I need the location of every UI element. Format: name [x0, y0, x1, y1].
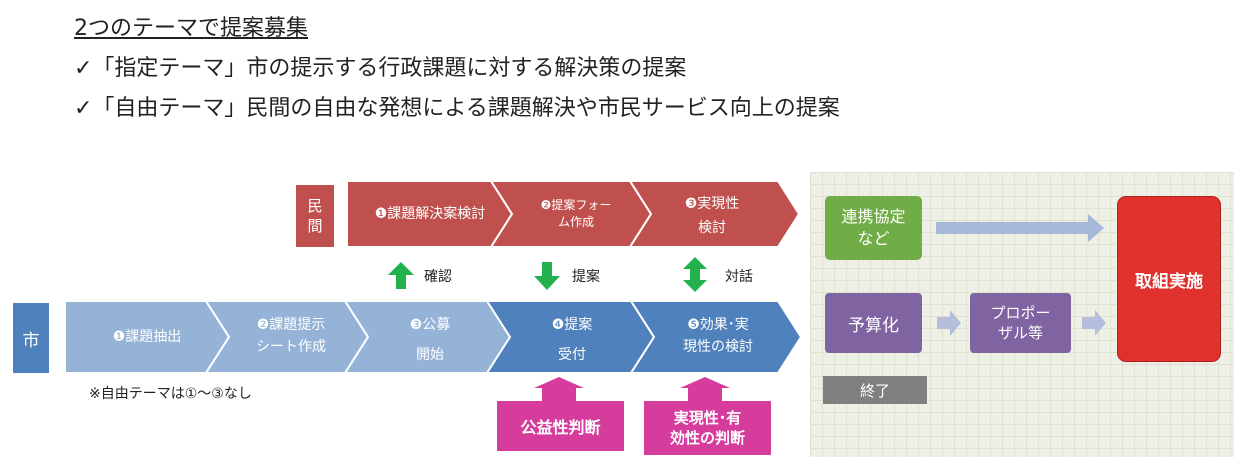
public-interest-judgment: 公益性判断 [497, 401, 624, 451]
shi-step-2-label: ❷課題提示 シート作成 [256, 317, 326, 355]
judgment-arrow-2-icon [680, 377, 730, 402]
agreement-box: 連携協定 など [825, 196, 922, 260]
judgment-arrow-1-icon [534, 377, 584, 402]
bullet-designated-theme: ✓「指定テーマ」市の提示する行政課題に対する解決策の提案 [74, 56, 687, 81]
budget-to-proposal-arrow-icon [937, 310, 961, 336]
propose-label: 提案 [572, 269, 600, 285]
shi-step-5-label: ❺効果･実 現性の検討 [683, 317, 753, 355]
dialogue-label: 対話 [725, 269, 753, 285]
shi-step-3-label: ❸公募 開始 [409, 317, 451, 363]
implement-box: 取組実施 [1118, 197, 1220, 361]
city-label: 市 [13, 303, 49, 373]
dialogue-arrow-updown-icon [683, 257, 707, 292]
confirm-arrow-up-icon [388, 262, 414, 289]
propose-arrow-down-icon [534, 262, 560, 290]
min-step-2-label: ❷提案フォー ム作成 [540, 198, 612, 229]
min-step-3-shape [628, 180, 801, 248]
confirm-label: 確認 [424, 269, 452, 285]
shi-step-4-label: ❹提案 受付 [551, 317, 593, 363]
min-step-3-label: ❸実現性 検討 [684, 196, 740, 236]
agreement-to-implement-arrow-icon [936, 214, 1104, 242]
end-box: 終了 [823, 376, 927, 404]
proposal-to-implement-arrow-icon [1082, 310, 1106, 336]
budget-box: 予算化 [825, 293, 922, 353]
free-theme-note: ※自由テーマは①～③なし [81, 378, 347, 408]
bullet-free-theme: ✓「自由テーマ」民間の自由な発想による課題解決や市民サービス向上の提案 [74, 96, 840, 121]
shi-step-5-shape [629, 300, 803, 374]
feasibility-judgment: 実現性･有 効性の判断 [644, 401, 771, 455]
min-step-1-label: ❶課題解決案検討 [374, 206, 486, 222]
private-sector-label: 民 間 [296, 185, 334, 247]
proposal-box: プロポー ザル等 [970, 293, 1071, 353]
shi-step-1-label: ❶課題抽出 [112, 329, 182, 345]
page-title: 2つのテーマで提案募集 [74, 16, 308, 41]
